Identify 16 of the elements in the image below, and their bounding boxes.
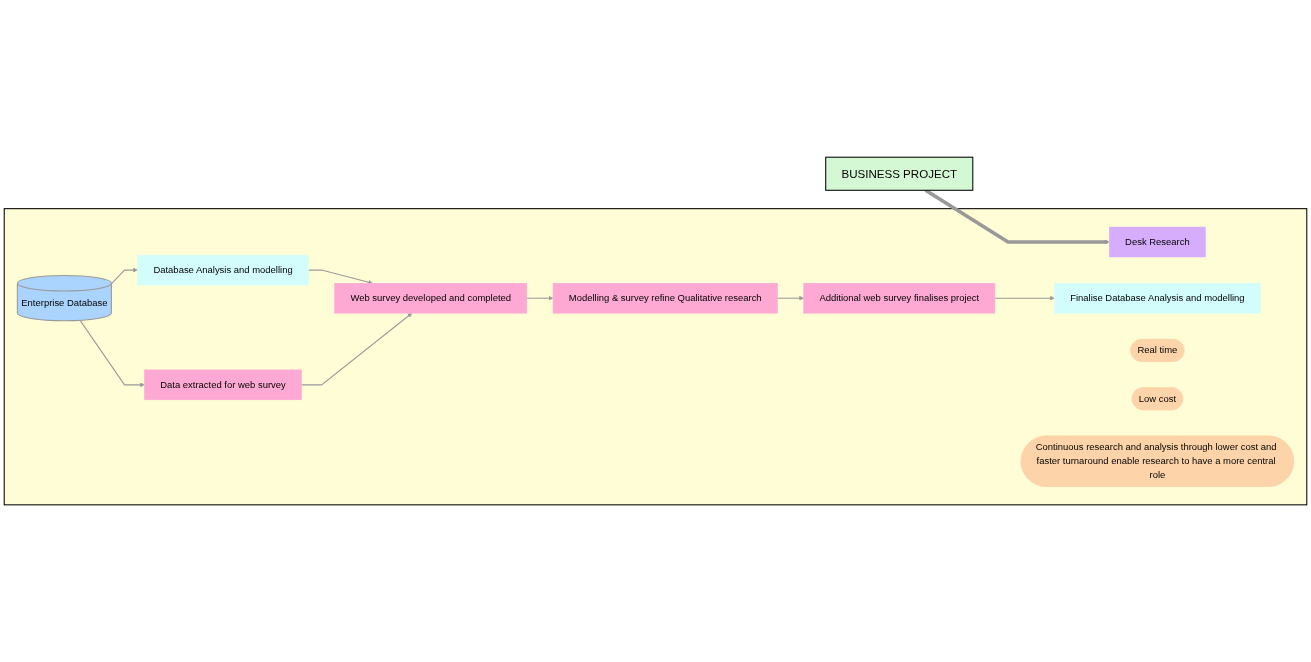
node-box: Finalise Database Analysis and modelling — [1054, 282, 1261, 314]
arrow — [776, 295, 804, 301]
node-box: Data extracted for web survey — [144, 369, 302, 401]
node-box: Desk Research — [1109, 226, 1206, 258]
arrow — [994, 295, 1055, 301]
node-box: Modelling & survey refine Qualitative research — [552, 282, 778, 314]
arrow — [79, 319, 145, 388]
arrow — [307, 269, 373, 285]
arrow — [526, 295, 554, 301]
arrow — [301, 312, 413, 386]
node-box: Database Analysis and modelling — [137, 254, 309, 286]
node-box: Additional web survey finalises project — [803, 282, 996, 314]
arrow — [110, 267, 138, 285]
node-box: BUSINESS PROJECT — [825, 156, 974, 191]
node-box: Web survey developed and completed — [334, 282, 528, 314]
cluster — [3, 208, 1308, 506]
